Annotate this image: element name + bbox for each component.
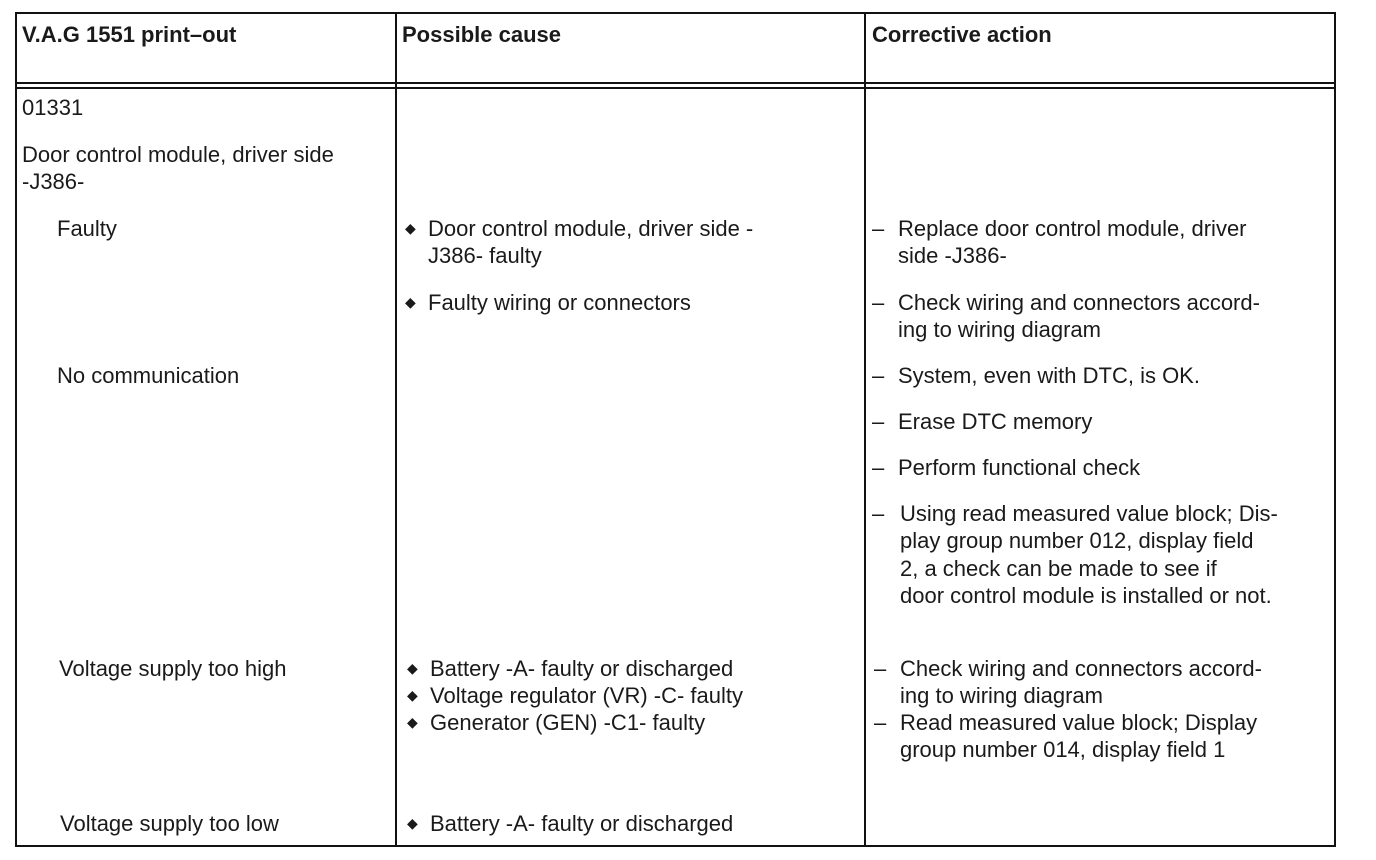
dash-icon: – xyxy=(872,363,885,388)
action-line: 2, a check can be made to see if xyxy=(900,556,1217,581)
fault-code: 01331 xyxy=(22,95,84,120)
action-line: side -J386- xyxy=(898,243,1007,268)
bullet-icon: ◆ xyxy=(407,687,418,703)
component-id: -J386- xyxy=(22,169,85,194)
bullet-icon: ◆ xyxy=(405,220,416,236)
bullet-icon: ◆ xyxy=(407,714,418,730)
cause-line: J386- faulty xyxy=(428,243,542,268)
header-print-out: V.A.G 1551 print–out xyxy=(22,22,237,47)
dash-icon: – xyxy=(872,290,885,315)
action-line: Perform functional check xyxy=(898,455,1141,480)
action-line: ing to wiring diagram xyxy=(898,317,1101,342)
dash-icon: – xyxy=(872,409,885,434)
action-line: Check wiring and connectors accord- xyxy=(898,290,1260,315)
bullet-icon: ◆ xyxy=(405,294,416,310)
table-border-bottom xyxy=(15,845,1336,847)
header-corrective-action: Corrective action xyxy=(872,22,1052,47)
cause-line: Battery -A- faulty or discharged xyxy=(430,811,734,836)
action-line: door control module is installed or not. xyxy=(900,583,1272,608)
fault-voltage-high: Voltage supply too high xyxy=(59,656,287,681)
bullet-icon: ◆ xyxy=(407,815,418,831)
column-divider-2 xyxy=(864,12,866,847)
table-border-left xyxy=(15,12,17,847)
component-name: Door control module, driver side xyxy=(22,142,334,167)
dash-icon: – xyxy=(872,455,885,480)
header-rule-1 xyxy=(15,82,1336,84)
cause-line: Generator (GEN) -C1- faulty xyxy=(430,710,706,735)
column-divider-1 xyxy=(395,12,397,847)
action-line: Replace door control module, driver xyxy=(898,216,1247,241)
dash-icon: – xyxy=(872,501,885,526)
action-line: play group number 012, display field xyxy=(900,528,1254,553)
cause-line: Faulty wiring or connectors xyxy=(428,290,691,315)
action-line: Using read measured value block; Dis- xyxy=(900,501,1278,526)
cause-line: Door control module, driver side - xyxy=(428,216,754,241)
action-line: ing to wiring diagram xyxy=(900,683,1103,708)
fault-faulty: Faulty xyxy=(57,216,117,241)
action-line: Check wiring and connectors accord- xyxy=(900,656,1262,681)
table-border-top xyxy=(15,12,1336,14)
header-rule-2 xyxy=(15,87,1336,89)
dash-icon: – xyxy=(874,656,887,681)
action-line: Erase DTC memory xyxy=(898,409,1093,434)
cause-line: Battery -A- faulty or discharged xyxy=(430,656,734,681)
dash-icon: – xyxy=(874,710,887,735)
fault-voltage-low: Voltage supply too low xyxy=(60,811,279,836)
action-line: group number 014, display field 1 xyxy=(900,737,1226,762)
cause-line: Voltage regulator (VR) -C- faulty xyxy=(430,683,744,708)
action-line: Read measured value block; Display xyxy=(900,710,1258,735)
dash-icon: – xyxy=(872,216,885,241)
bullet-icon: ◆ xyxy=(407,660,418,676)
table-border-right xyxy=(1334,12,1336,847)
header-possible-cause: Possible cause xyxy=(402,22,561,47)
fault-no-communication: No communication xyxy=(57,363,240,388)
action-line: System, even with DTC, is OK. xyxy=(898,363,1200,388)
